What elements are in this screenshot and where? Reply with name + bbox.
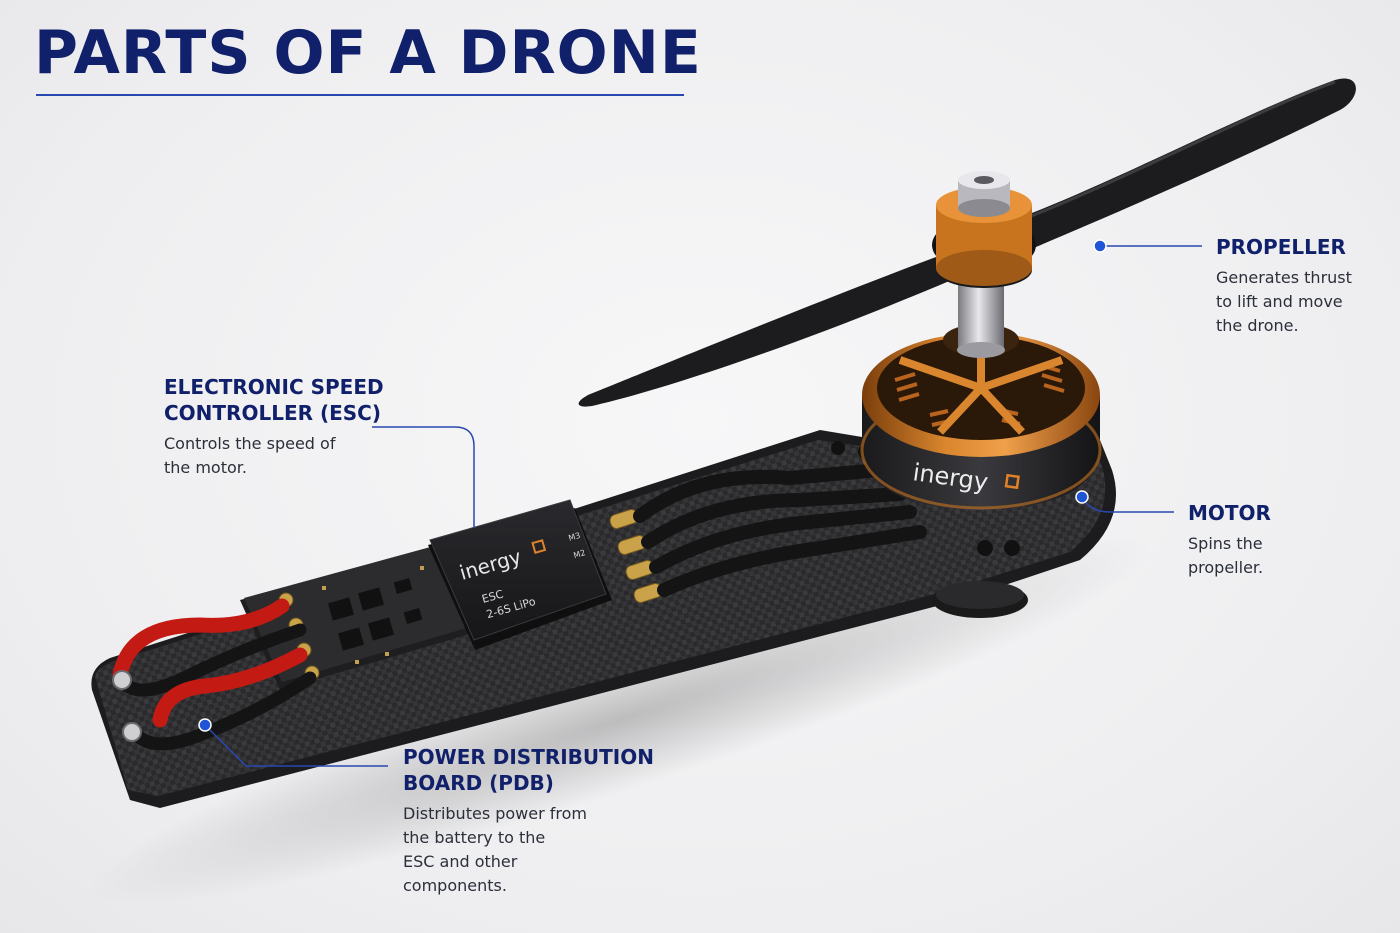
pdb-leader-dot: [198, 718, 212, 732]
esc-label-title: ELECTRONIC SPEED CONTROLLER (ESC): [164, 375, 384, 425]
motor-label: MOTOR Spins the propeller.: [1188, 500, 1271, 580]
svg-text:M2: M2: [572, 548, 586, 560]
svg-text:M3: M3: [567, 531, 581, 543]
propeller-hub: [936, 171, 1032, 288]
esc-label-desc: Controls the speed of the motor.: [164, 434, 336, 477]
esc-connectors: [609, 509, 663, 603]
pdb-leader-line: [204, 724, 388, 767]
motor-label-desc: Spins the propeller.: [1188, 534, 1264, 577]
propeller-label: PROPELLER Generates thrust to lift and m…: [1216, 234, 1352, 338]
propeller-leader-dot: [1093, 239, 1107, 253]
leader-dots: [198, 239, 1107, 732]
motor: inergy: [860, 324, 1102, 510]
esc-module: inergy ESC 2-6S LiPo M3 M2: [428, 499, 663, 650]
title-underline: [36, 94, 684, 96]
propeller-label-desc: Generates thrust to lift and move the dr…: [1216, 268, 1352, 335]
motor-leader-dot: [1075, 490, 1089, 504]
esc-leader-line: [372, 426, 475, 528]
esc-label: ELECTRONIC SPEED CONTROLLER (ESC) Contro…: [164, 374, 384, 480]
pdb-label-desc: Distributes power from the battery to th…: [403, 804, 588, 895]
battery-wires: [112, 598, 317, 751]
arm-shadow: [86, 534, 1154, 906]
motor-wires: [633, 463, 927, 597]
propeller-label-title: PROPELLER: [1216, 235, 1346, 259]
motor-label-title: MOTOR: [1188, 501, 1271, 525]
svg-text:ESC: ESC: [480, 587, 505, 606]
pdb-label: POWER DISTRIBUTION BOARD (PDB) Distribut…: [403, 744, 654, 898]
page-title: PARTS OF A DRONE: [34, 18, 702, 88]
pdb-label-title: POWER DISTRIBUTION BOARD (PDB): [403, 745, 654, 795]
